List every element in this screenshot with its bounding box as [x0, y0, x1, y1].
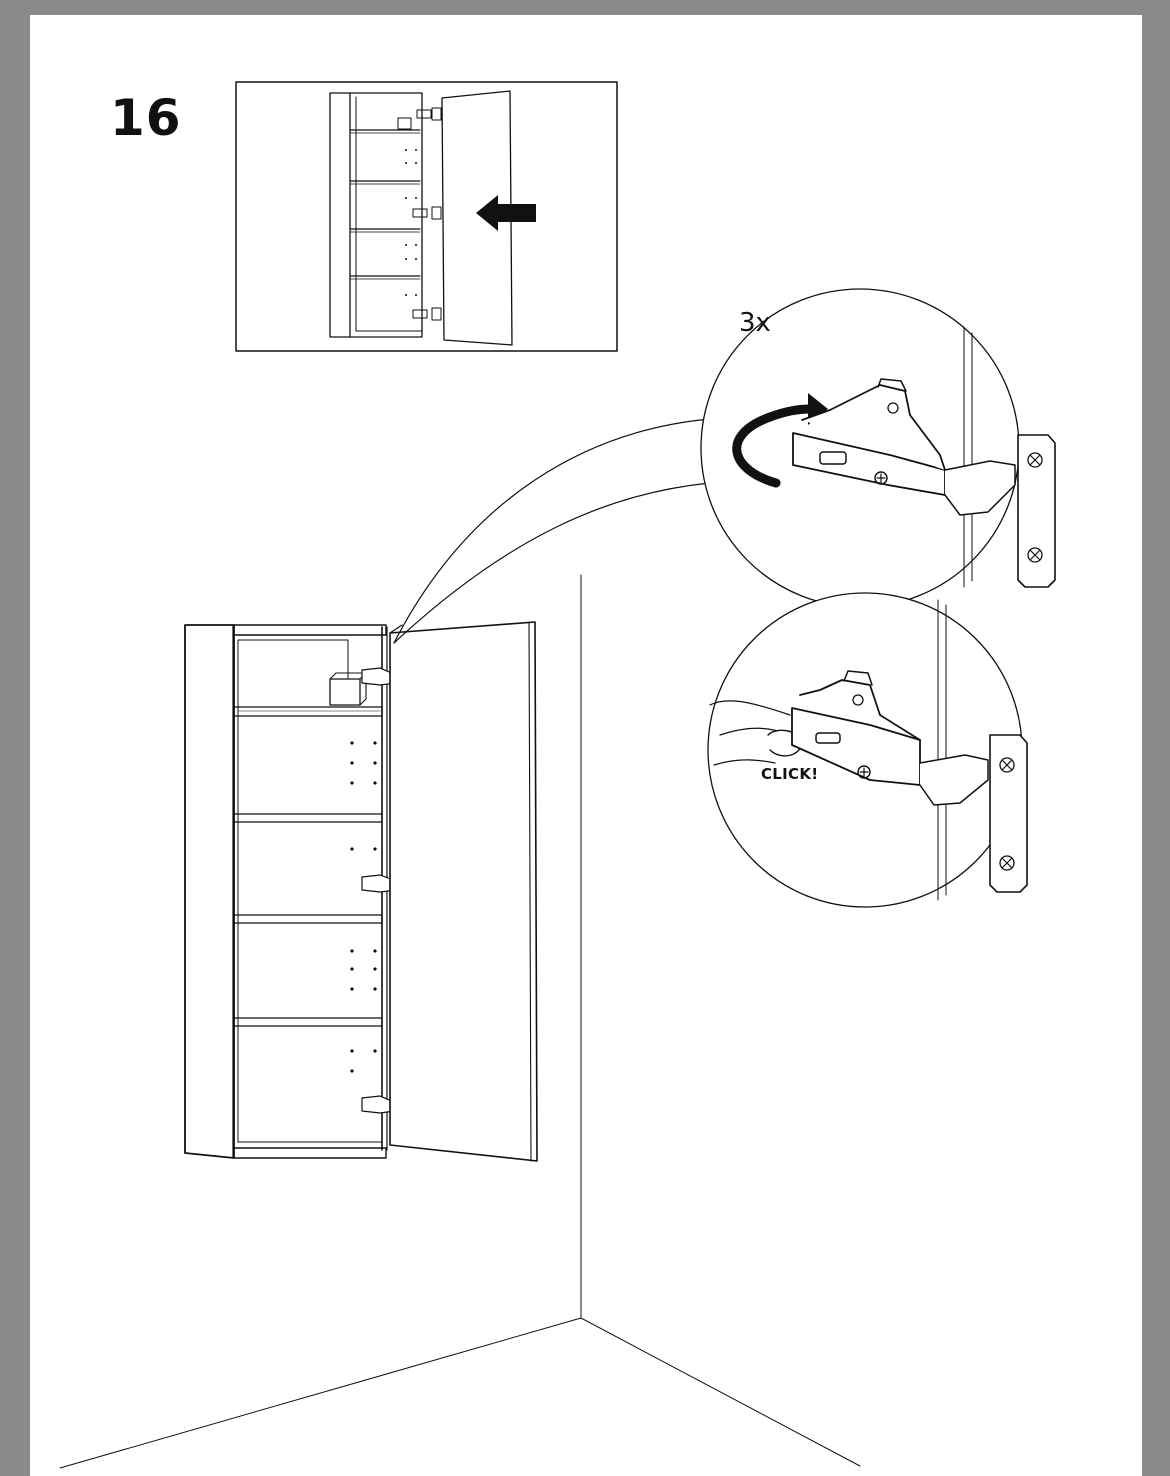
quantity-label: 3x [739, 308, 771, 338]
instruction-page: 16 3x CLICK! [30, 15, 1142, 1476]
room-corner [59, 574, 861, 1469]
detail-circle-click [707, 592, 1028, 908]
step-number: 16 [110, 89, 182, 147]
click-label: CLICK! [761, 765, 819, 783]
callout-lines [393, 418, 711, 644]
overview-inset [235, 81, 618, 352]
detail-circle-hinge-mount [700, 288, 1056, 608]
wall-cabinet [184, 621, 538, 1162]
step-illustration [59, 81, 1056, 1469]
